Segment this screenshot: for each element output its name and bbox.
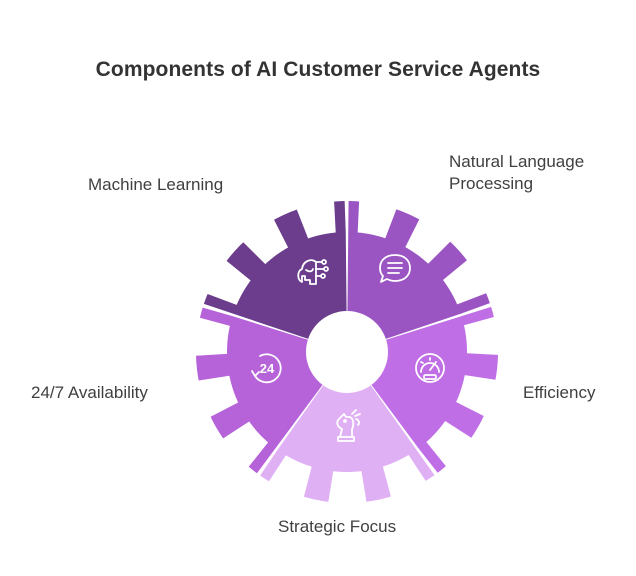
page-title: Components of AI Customer Service Agents: [95, 58, 541, 81]
label-natural-language-processing: Natural Language Processing: [449, 151, 584, 195]
label-text: Machine Learning: [88, 175, 224, 194]
label-line-1: Natural Language: [449, 152, 585, 171]
clock-24-icon: 24: [251, 353, 282, 384]
label-text: Efficiency: [523, 383, 596, 402]
label-efficiency: Efficiency: [523, 382, 595, 404]
speedometer-icon: [415, 353, 445, 383]
label-machine-learning: Machine Learning: [88, 174, 223, 196]
label-text: Strategic Focus: [278, 517, 397, 536]
gear-segment-strategic-focus: [260, 385, 435, 502]
gear-segment-natural-language-processing: [347, 201, 490, 339]
speech-bubble-icon: [379, 254, 411, 283]
gear-segment-24-7-availability: [196, 307, 323, 474]
brain-circuit-icon: [297, 259, 329, 285]
label-strategic-focus: Strategic Focus: [278, 516, 396, 538]
chess-knight-icon: [336, 409, 361, 442]
gear-segment-machine-learning: [203, 201, 347, 339]
label-line-2: Processing: [449, 174, 534, 193]
gear-segment-efficiency: [371, 306, 498, 473]
svg-text:24: 24: [260, 361, 275, 376]
gear-center-hole: [307, 312, 387, 392]
label-24-7-availability: 24/7 Availability: [31, 382, 148, 404]
label-text: 24/7 Availability: [31, 383, 148, 402]
